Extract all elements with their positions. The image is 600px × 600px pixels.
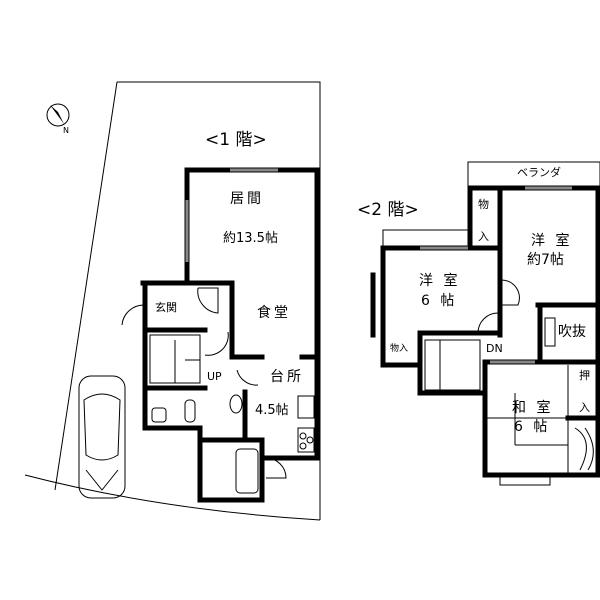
western7-size: 約7帖 bbox=[527, 252, 564, 268]
western6-size: 6 帖 bbox=[421, 293, 458, 309]
closet-label-2: 入 bbox=[579, 401, 590, 414]
western6-label: 洋 室 bbox=[419, 273, 461, 289]
floor1-title: <1 階> bbox=[205, 130, 267, 150]
lot-boundary bbox=[24, 81, 321, 521]
kitchen-label: 台所 bbox=[270, 369, 304, 385]
living-label: 居間 bbox=[230, 191, 264, 207]
floor1-windows bbox=[185, 168, 278, 262]
closet-label-1: 押 bbox=[579, 369, 590, 382]
dining-label: 食堂 bbox=[257, 305, 291, 321]
entrance-label: 玄関 bbox=[155, 301, 177, 314]
western7-label: 洋 室 bbox=[531, 233, 573, 249]
car-icon bbox=[78, 375, 126, 499]
stairs-up-label: UP bbox=[207, 370, 222, 383]
living-size: 約13.5帖 bbox=[223, 231, 278, 246]
floor2-title: <2 階> bbox=[357, 200, 419, 220]
svg-text:N: N bbox=[63, 126, 69, 135]
floor2-details bbox=[382, 229, 594, 486]
stairs-down-label: DN bbox=[486, 342, 503, 355]
storage-small-label: 物入 bbox=[390, 344, 409, 354]
veranda-label: ベランダ bbox=[517, 166, 561, 179]
atrium-label: 吹抜 bbox=[558, 324, 586, 340]
floor2-windows bbox=[420, 186, 572, 364]
kitchen-size: 4.5帖 bbox=[255, 403, 289, 418]
storage-top-label-2: 入 bbox=[478, 230, 489, 243]
japanese-room-label: 和 室 bbox=[512, 400, 554, 416]
north-arrow-icon: N bbox=[46, 103, 70, 135]
japanese-room-size: 6 帖 bbox=[514, 419, 551, 435]
floor1-fixtures bbox=[121, 287, 315, 494]
storage-top-label-1: 物 bbox=[478, 198, 489, 211]
